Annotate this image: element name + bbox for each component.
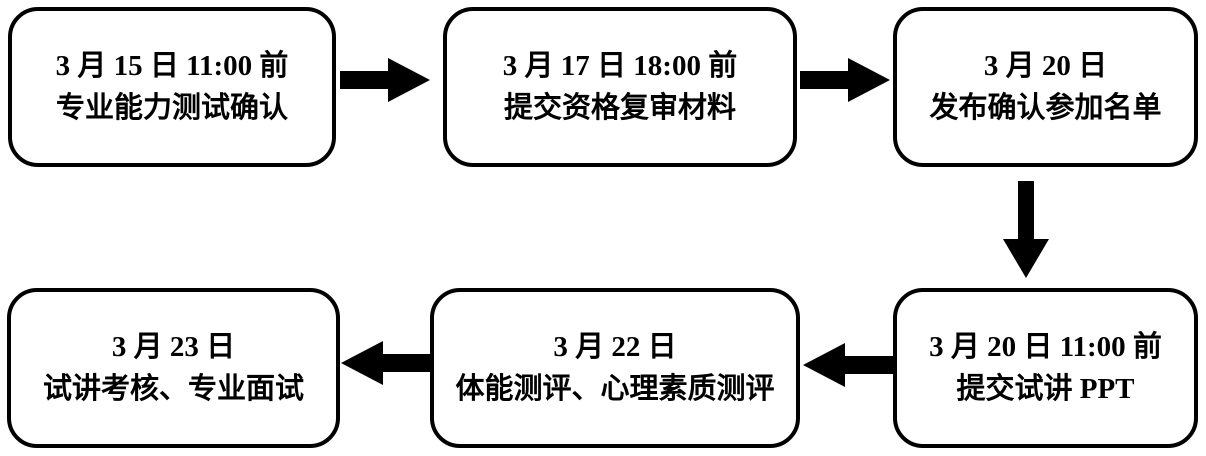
step-date-text: 3 月 15 日 11:00 前 <box>55 50 289 82</box>
arrow-right-icon <box>340 58 430 102</box>
flow-box-step-1: 3 月 15 日 11:00 前 专业能力测试确认 <box>8 7 336 167</box>
step-action-text: 提交试讲 PPT <box>956 373 1135 405</box>
arrow-down-icon <box>1002 181 1050 278</box>
flow-box-step-5: 3 月 22 日 体能测评、心理素质测评 <box>430 288 800 448</box>
step-date-text: 3 月 20 日 11:00 前 <box>929 331 1162 363</box>
arrow-left-icon <box>803 343 893 387</box>
arrow-right-icon <box>800 58 890 102</box>
flow-box-step-3: 3 月 20 日 发布确认参加名单 <box>893 7 1198 167</box>
step-action-text: 提交资格复审材料 <box>503 92 736 124</box>
arrow-left-icon <box>341 341 431 385</box>
step-date-text: 3 月 22 日 <box>553 331 677 363</box>
step-action-text: 发布确认参加名单 <box>929 92 1162 124</box>
step-date-text: 3 月 23 日 <box>111 331 236 363</box>
step-action-text: 试讲考核、专业面试 <box>42 373 304 405</box>
flow-box-step-2: 3 月 17 日 18:00 前 提交资格复审材料 <box>443 7 797 167</box>
flow-box-step-6: 3 月 23 日 试讲考核、专业面试 <box>7 288 340 448</box>
step-date-text: 3 月 20 日 <box>983 50 1108 82</box>
step-date-text: 3 月 17 日 18:00 前 <box>502 50 738 82</box>
step-action-text: 专业能力测试确认 <box>55 92 288 124</box>
flow-box-step-4: 3 月 20 日 11:00 前 提交试讲 PPT <box>893 288 1198 448</box>
step-action-text: 体能测评、心理素质测评 <box>455 373 775 405</box>
